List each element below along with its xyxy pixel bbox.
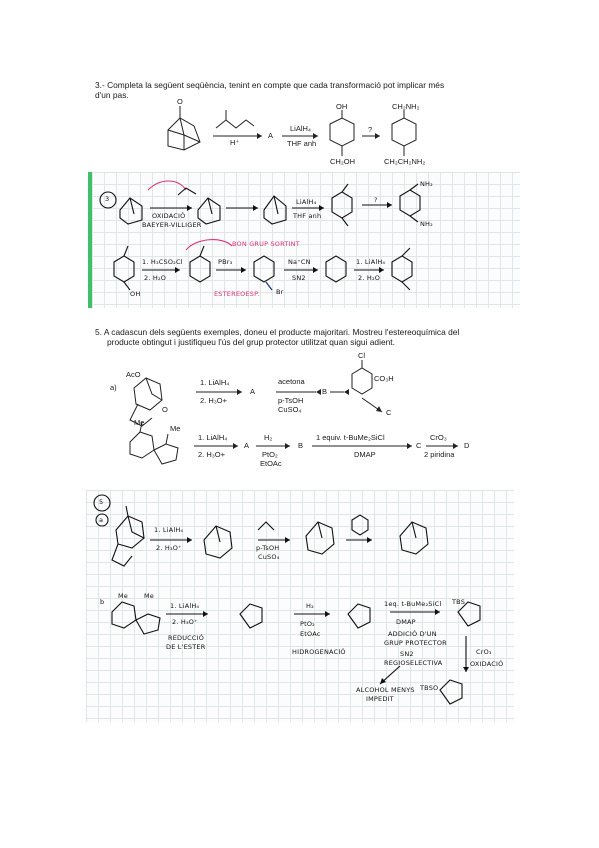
q5-b-me2: Me	[170, 424, 181, 433]
card5-a-cuso4: CuSO₄	[258, 553, 280, 561]
q3-ch2nh2-top: CH₂NH₂	[392, 102, 420, 111]
q3-acid-label: H⁺	[230, 138, 240, 147]
q5-a-step1: 1. LiAlH₄	[200, 378, 230, 387]
q5-statement-line1: 5. A cadascun dels següents exemples, do…	[95, 327, 460, 337]
card3-question: ?	[374, 196, 378, 204]
q3-oh-label: OH	[336, 102, 348, 111]
card3-sn2: SN2	[292, 274, 306, 282]
q3-statement-line1: 3.- Completa la següent seqüència, tenin…	[95, 80, 445, 90]
q5-a-o: O	[162, 405, 168, 414]
card3-h2ob: 2. H₂O	[358, 274, 381, 282]
q5-co3h: CO₃H	[374, 374, 394, 383]
card3-bon-grup: BON GRUP SORTINT	[232, 240, 300, 248]
card5-b-reduccio2: DE L'ESTER	[166, 643, 206, 651]
q3-ketone-o: O	[177, 97, 183, 106]
card5-b-addicio1: ADDICIÓ D'UN	[388, 630, 437, 638]
card3-lialh4b: 1. LiAlH₄	[356, 258, 386, 266]
card5-b-tbso: TBSO	[420, 684, 439, 692]
q5-label-b: B	[322, 387, 328, 396]
card5-b-step1: 1. LiAlH₄	[170, 602, 200, 610]
card5-b-reduccio1: REDUCCIÓ	[168, 634, 205, 642]
card5-a-step2: 2. H₃O⁺	[156, 544, 182, 552]
card3-nh2-a: NH₂	[420, 180, 433, 188]
card3-oh: OH	[130, 290, 141, 298]
q5-part-a: a)	[110, 383, 117, 392]
card5-b-oxidacio: OXIDACIÓ	[470, 660, 504, 668]
card5-a-ptsoh: p-TsOH	[256, 544, 280, 552]
q5-h2: H₂	[264, 433, 273, 442]
q5-pto2: PtO₂	[262, 450, 278, 459]
card5-b-me1: Me	[118, 592, 129, 600]
q5-a-step2: 2. H₃O+	[200, 396, 228, 405]
q5-tbs: 1 equiv. t-BuMe₂SiCl	[316, 433, 385, 442]
answer-card-3	[92, 172, 520, 308]
q3-ch2oh-label: CH₂OH	[330, 157, 355, 166]
q3-statement-line2: d'un pas.	[95, 90, 129, 100]
q3-ch2nh2-bottom: CH₂CH₂NH₂	[384, 157, 426, 166]
q3-lialh4: LiAlH₄	[290, 124, 311, 133]
q5-cuso4: CuSO₄	[278, 405, 302, 414]
card5-b-hidro: HIDROGENACIÓ	[292, 648, 346, 656]
q5-b-label-a: A	[244, 441, 250, 450]
card3-nh2-b: NH₂	[420, 220, 433, 228]
q5-label-c: C	[386, 408, 392, 417]
card5-b-etoac: EtOAc	[300, 630, 321, 638]
q3-question-mark: ?	[368, 125, 373, 134]
card5-b-h2: H₂	[306, 602, 314, 610]
card5-b-step2: 2. H₃O⁺	[172, 618, 198, 626]
card3-estereo: ESTEREOESP.	[214, 290, 260, 298]
q5-piridina: 2 piridina	[424, 450, 455, 459]
card5-b-tbs: 1eq. t-BuMe₂SiCl	[384, 600, 442, 608]
q5-acetone: acetona	[278, 377, 305, 386]
card5-number: 5	[99, 498, 104, 506]
card5-b-alcohol1: ALCOHOL MENYS	[356, 686, 415, 694]
q5-statement-line2: producte obtingut i justifiqueu l'ús del…	[107, 337, 395, 347]
card5-b-addicio2: GRUP PROTECTOR	[384, 639, 447, 647]
card3-number: 3	[105, 195, 110, 203]
q3-thf: THF anh	[287, 139, 317, 148]
card5-b-tbs-label: TBS	[452, 598, 466, 606]
q5-b-step1: 1. LiAlH₄	[198, 433, 228, 442]
card3-br: Br	[276, 288, 284, 296]
card5-b-pto2: PtO₂	[300, 620, 315, 628]
card3-oxidacio: OXIDACIÓ	[152, 212, 186, 220]
card3-step2: 2. H₂O	[144, 274, 167, 282]
card-3-edge	[88, 172, 92, 308]
q5-b-me1: Me	[134, 418, 145, 427]
q5-b-label-b: B	[298, 441, 304, 450]
card3-step1: 1. H₃CSO₂Cl	[142, 258, 183, 266]
q5-cro3: CrO₃	[430, 433, 447, 442]
q5-b-step2: 2. H₃O+	[198, 450, 226, 459]
card5-b-me2: Me	[144, 592, 155, 600]
card5-b-regio: REGIOSELECTIVA	[384, 659, 443, 667]
card5-b-alcohol2: IMPEDIT	[366, 695, 394, 703]
q5-ptsoh: p-TsOH	[278, 396, 304, 405]
card5-b-dmap: DMAP	[396, 618, 416, 626]
card3-baeyer: BAEYER-VILLIGER	[142, 221, 202, 229]
q5-label-a: A	[250, 387, 256, 396]
q5-dmap: DMAP	[354, 450, 376, 459]
card5-a-step1: 1. LiAlH₄	[154, 526, 184, 534]
card3-pbr3: PBr₃	[218, 258, 233, 266]
q5-b-label-c: C	[416, 441, 422, 450]
q5-etoac: EtOAc	[260, 459, 282, 468]
answer-card-5	[86, 490, 514, 722]
card5-b-sn2: SN2	[400, 650, 414, 658]
q5-cl: Cl	[358, 351, 366, 360]
card5-part-b: b	[100, 598, 105, 606]
q5-label-d: D	[464, 441, 470, 450]
card3-kcn: Na⁺CN	[288, 258, 311, 266]
card3-lialh4: LiAlH₄	[296, 198, 317, 206]
card5-b-cro3: CrO₃	[476, 648, 492, 656]
q3-label-a: A	[268, 131, 274, 140]
q5-a-aco: AcO	[126, 370, 141, 379]
card5-part-a: a	[99, 516, 104, 524]
card3-thf: THF anh	[293, 212, 322, 220]
